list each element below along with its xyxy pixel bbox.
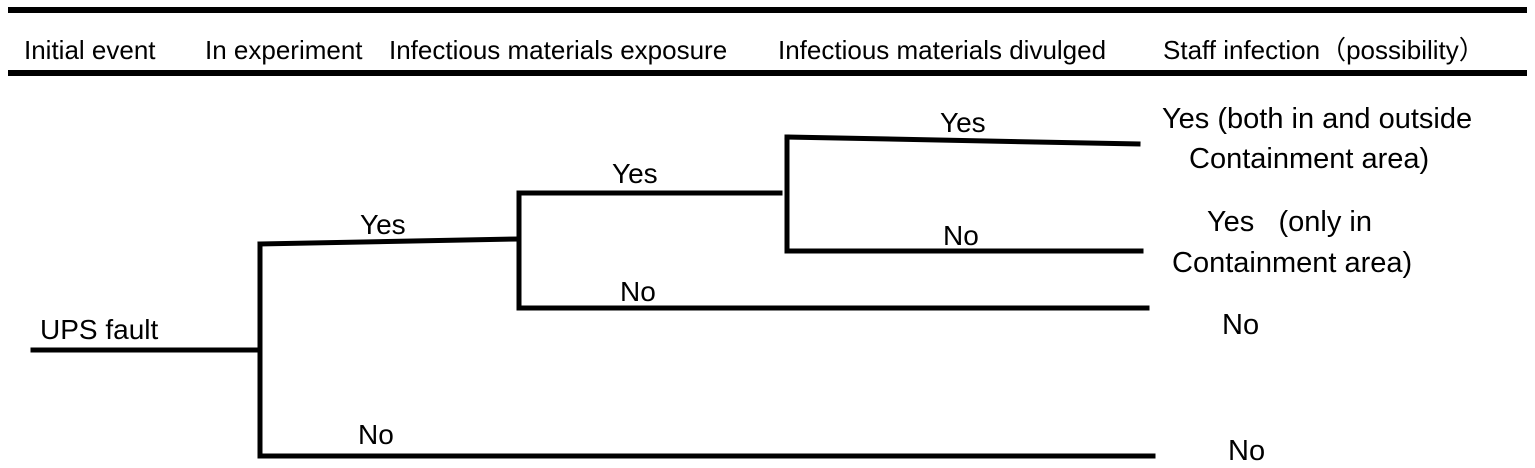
- outcome-4: No: [1228, 435, 1265, 467]
- label-in-experiment-yes: Yes: [360, 209, 406, 240]
- initial-event-label: UPS fault: [40, 314, 158, 345]
- outcome-3: No: [1222, 309, 1259, 341]
- header-initial-event: Initial event: [24, 35, 156, 65]
- outcome-2-line-1: Yes (only in: [1207, 206, 1372, 238]
- label-exposure-no: No: [620, 276, 656, 307]
- label-in-experiment-no: No: [358, 419, 394, 450]
- header-in-experiment: In experiment: [205, 35, 363, 65]
- header-divulged: Infectious materials divulged: [778, 35, 1106, 65]
- label-divulged-yes: Yes: [940, 107, 986, 138]
- outcome-1-line-1: Yes (both in and outside: [1162, 103, 1472, 135]
- label-exposure-yes: Yes: [612, 158, 658, 189]
- branch-divulged-yes: [784, 134, 1141, 147]
- branch-in-experiment-yes: [257, 236, 520, 247]
- label-divulged-no: No: [943, 220, 979, 251]
- outcome-1-line-2: Containment area): [1189, 143, 1429, 175]
- outcome-2-line-2: Containment area): [1172, 247, 1412, 279]
- header-exposure: Infectious materials exposure: [389, 35, 727, 65]
- header-staff-infection: Staff infection（possibility）: [1163, 35, 1485, 65]
